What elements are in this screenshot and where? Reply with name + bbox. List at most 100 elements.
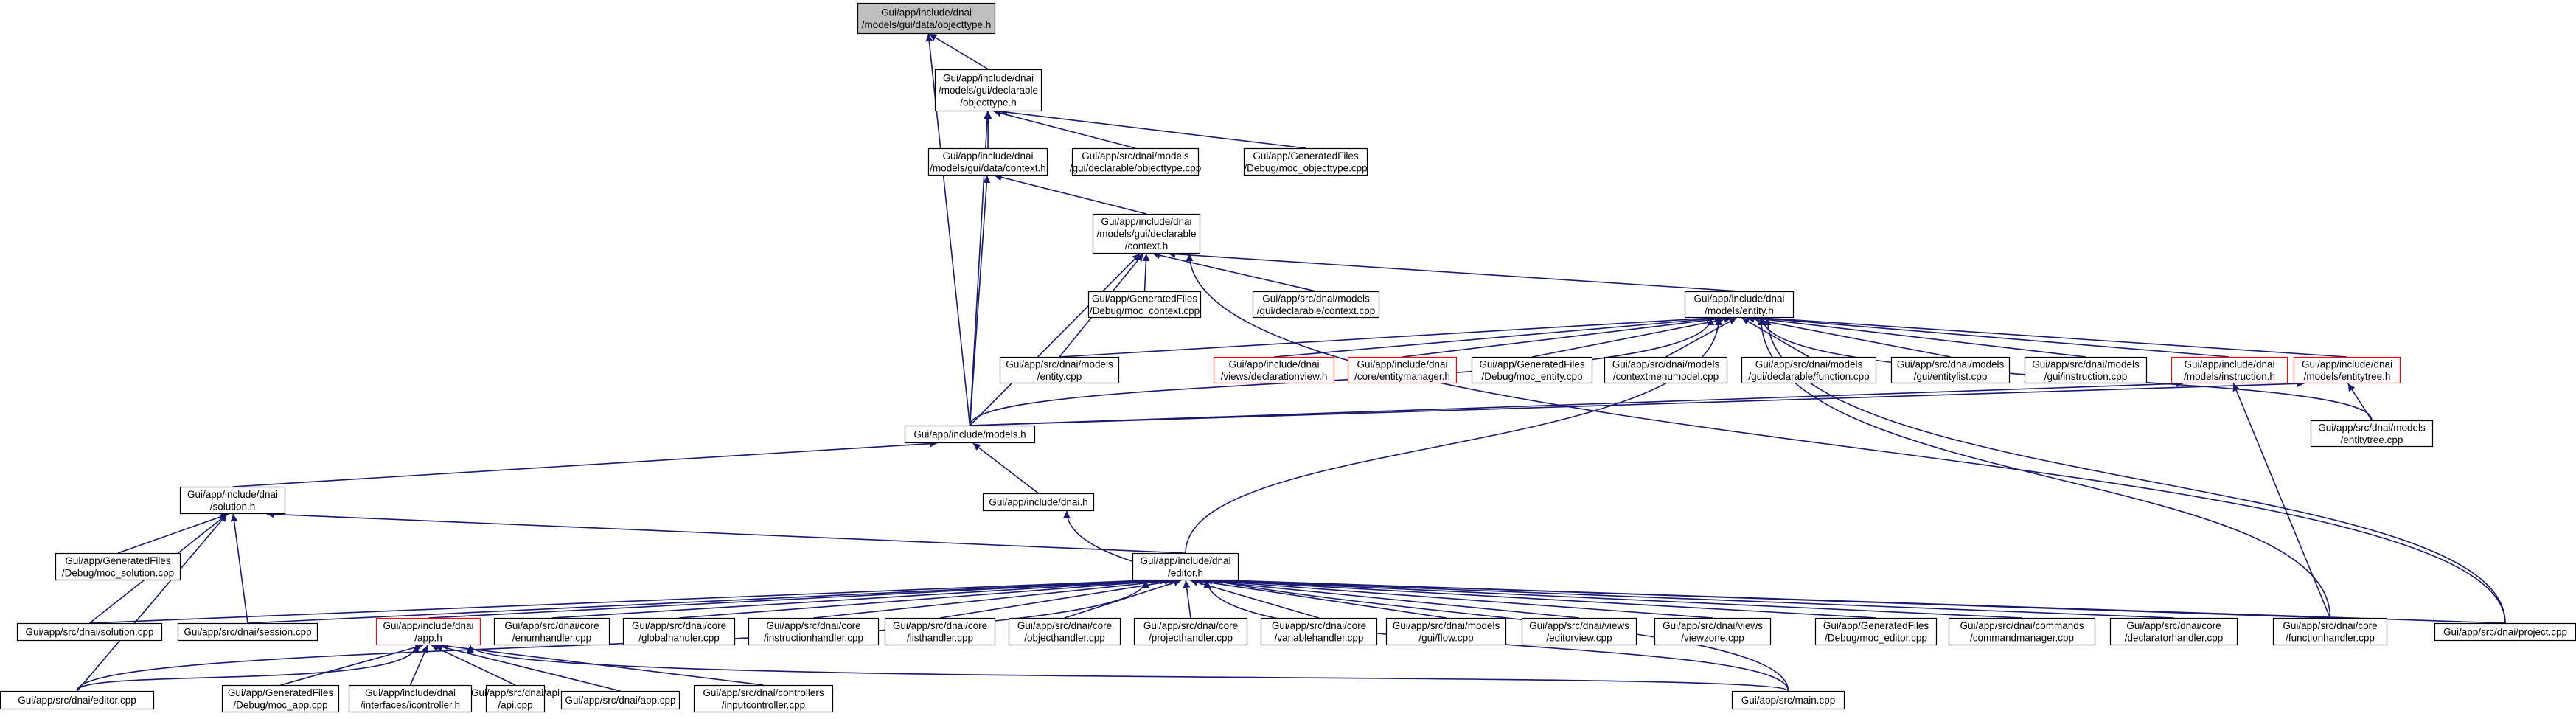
node-flow-cpp[interactable]: Gui/app/src/dnai/models/gui/flow.cpp	[1385, 617, 1507, 646]
edge-entitytree_h-to-entity_h	[1761, 314, 2347, 358]
node-label-line: /api.cpp	[498, 699, 532, 710]
node-box	[2293, 356, 2401, 384]
node-moc-solution-cpp[interactable]: Gui/app/GeneratedFiles/Debug/moc_solutio…	[55, 552, 181, 581]
node-models-h[interactable]: Gui/app/include/models.h	[904, 425, 1036, 444]
node-label-line: Gui/app/src/dnai/models	[2318, 422, 2426, 433]
node-contextmenumodel-cpp[interactable]: Gui/app/src/dnai/models/contextmenumodel…	[1604, 356, 1728, 384]
node-label-line: Gui/app/GeneratedFiles	[1092, 293, 1198, 304]
edge-editor_cpp-to-app_h	[76, 645, 420, 692]
edge-instruction_cpp-to-entity_h	[1752, 315, 2086, 358]
node-main-cpp[interactable]: Gui/app/src/main.cpp	[1731, 690, 1845, 710]
node-enumhandler-cpp[interactable]: Gui/app/src/dnai/core/enumhandler.cpp	[493, 617, 610, 646]
node-decl-context-cpp[interactable]: Gui/app/src/dnai/models/gui/declarable/c…	[1252, 291, 1380, 319]
node-box	[2109, 617, 2238, 646]
edge-session_cpp-to-editor_h	[247, 577, 1152, 624]
node-viewzone-cpp[interactable]: Gui/app/src/dnai/views/viewzone.cpp	[1654, 617, 1772, 646]
node-project-cpp[interactable]: Gui/app/src/dnai/project.cpp	[2434, 622, 2576, 642]
node-label-line: /Debug/moc_app.cpp	[233, 699, 327, 710]
node-editorview-cpp[interactable]: Gui/app/src/dnai/views/editorview.cpp	[1521, 617, 1637, 646]
node-label-line: /gui/instruction.cpp	[2044, 371, 2128, 382]
node-dnai-h[interactable]: Gui/app/include/dnai.h	[982, 493, 1095, 512]
node-box	[55, 552, 181, 581]
node-session-cpp[interactable]: Gui/app/src/dnai/session.cpp	[177, 622, 318, 642]
node-moc-context-cpp[interactable]: Gui/app/GeneratedFiles/Debug/moc_context…	[1087, 291, 1202, 319]
node-label-line: /entity.cpp	[1037, 371, 1082, 382]
node-label-line: Gui/app/include/dnai	[2302, 358, 2392, 369]
node-box	[0, 690, 155, 710]
edge-models_h-to-data_context_h	[969, 175, 991, 426]
edge-instruction_h-to-entity_h	[1757, 314, 2230, 358]
node-globalhandler-cpp[interactable]: Gui/app/src/dnai/core/globalhandler.cpp	[622, 617, 736, 646]
node-api-cpp[interactable]: Gui/app/src/dnai/api/api.cpp	[471, 684, 560, 713]
node-label-line: Gui/app/src/dnai/models	[1006, 358, 1113, 369]
node-label-line: Gui/app/src/dnai/core	[1272, 620, 1366, 631]
node-box	[1071, 147, 1200, 176]
node-declarationview-h[interactable]: Gui/app/include/dnai/views/declarationvi…	[1213, 356, 1335, 384]
edge-project_cpp-to-editor_h	[1228, 577, 2506, 624]
node-decl-objecttype-cpp[interactable]: Gui/app/src/dnai/models/gui/declarable/o…	[1070, 147, 1202, 176]
node-moc-editor-cpp[interactable]: Gui/app/GeneratedFiles/Debug/moc_editor.…	[1814, 617, 1938, 646]
node-instruction-h[interactable]: Gui/app/include/dnai/models/instruction.…	[2171, 356, 2288, 384]
node-label-line: Gui/app/GeneratedFiles	[1479, 358, 1585, 369]
node-instruction-cpp[interactable]: Gui/app/src/dnai/models/gui/instruction.…	[2024, 356, 2148, 384]
node-label-line: /gui/declarable/context.cpp	[1257, 305, 1376, 316]
node-label-line: Gui/app/include/dnai.h	[989, 497, 1087, 508]
node-label-line: Gui/app/src/dnai/project.cpp	[2443, 627, 2567, 638]
node-moc-entity-cpp[interactable]: Gui/app/GeneratedFiles/Debug/moc_entity.…	[1471, 356, 1593, 384]
node-objecttype-h[interactable]: Gui/app/include/dnai/models/gui/data/obj…	[857, 2, 996, 35]
node-box	[1092, 213, 1201, 254]
node-icontroller-h[interactable]: Gui/app/include/dnai/interfaces/icontrol…	[348, 684, 473, 713]
node-entity-cpp[interactable]: Gui/app/src/dnai/models/entity.cpp	[999, 356, 1120, 384]
node-app-cpp[interactable]: Gui/app/src/dnai/app.cpp	[560, 690, 680, 710]
edge-globalhandler_cpp-to-editor_h	[678, 577, 1168, 619]
node-variablehandler-cpp[interactable]: Gui/app/src/dnai/core/variablehandler.cp…	[1260, 617, 1378, 646]
node-box	[1684, 291, 1795, 319]
node-listhandler-cpp[interactable]: Gui/app/src/dnai/core/listhandler.cpp	[884, 617, 996, 646]
edge-decl_context_h-to-data_context_h	[994, 173, 1147, 215]
node-solution-cpp[interactable]: Gui/app/src/dnai/solution.cpp	[16, 622, 163, 642]
node-box	[1890, 356, 2011, 384]
node-entitytree-cpp[interactable]: Gui/app/src/dnai/models/entitytree.cpp	[2310, 420, 2434, 448]
node-entity-h[interactable]: Gui/app/include/dnai/models/entity.h	[1684, 291, 1795, 319]
node-entitytree-h[interactable]: Gui/app/include/dnai/models/entitytree.h	[2293, 356, 2401, 384]
node-label-line: Gui/app/src/dnai/models	[1393, 620, 1500, 631]
node-label-line: Gui/app/src/dnai/core	[893, 620, 987, 631]
node-projecthandler-cpp[interactable]: Gui/app/src/dnai/core/projecthandler.cpp	[1133, 617, 1248, 646]
node-declaratorhandler-cpp[interactable]: Gui/app/src/dnai/core/declaratorhandler.…	[2109, 617, 2238, 646]
node-label-line: /declaratorhandler.cpp	[2125, 632, 2224, 643]
node-box	[1347, 356, 1458, 384]
node-solution-h[interactable]: Gui/app/include/dnai/solution.h	[179, 486, 286, 515]
node-label-line: /models/gui/declarable	[1096, 229, 1196, 240]
node-moc-app-cpp[interactable]: Gui/app/GeneratedFiles/Debug/moc_app.cpp	[221, 684, 340, 713]
node-box	[2310, 420, 2434, 448]
node-label-line: Gui/app/src/main.cpp	[1741, 695, 1836, 706]
node-label-line: /interfaces/icontroller.h	[361, 699, 460, 710]
node-instructionhandler-cpp[interactable]: Gui/app/src/dnai/core/instructionhandler…	[748, 617, 880, 646]
node-moc-objecttype-cpp[interactable]: Gui/app/GeneratedFiles/Debug/moc_objectt…	[1243, 147, 1368, 176]
edge-api_cpp-to-app_h	[431, 645, 516, 686]
node-label-line: Gui/app/GeneratedFiles	[1253, 150, 1359, 161]
node-decl-function-cpp[interactable]: Gui/app/src/dnai/models/gui/declarable/f…	[1741, 356, 1877, 384]
node-decl-context-h[interactable]: Gui/app/include/dnai/models/gui/declarab…	[1092, 213, 1201, 254]
node-objecthandler-cpp[interactable]: Gui/app/src/dnai/core/objecthandler.cpp	[1008, 617, 1121, 646]
edge-functionhandler_cpp-to-instruction_h	[2232, 383, 2331, 619]
node-box	[348, 684, 473, 713]
node-inputcontroller-cpp[interactable]: Gui/app/src/dnai/controllers/inputcontro…	[693, 684, 834, 713]
edge-decl_context_cpp-to-decl_context_h	[1152, 251, 1317, 292]
edge-solution_h-to-models_h	[232, 440, 938, 487]
node-label-line: Gui/app/src/dnai/editor.cpp	[18, 695, 136, 706]
node-data-context-h[interactable]: Gui/app/include/dnai/models/gui/data/con…	[927, 147, 1048, 176]
node-entitylist-cpp[interactable]: Gui/app/src/dnai/models/gui/entitylist.c…	[1890, 356, 2011, 384]
node-editor-cpp[interactable]: Gui/app/src/dnai/editor.cpp	[0, 690, 155, 710]
node-label-line: /views/declarationview.h	[1221, 371, 1328, 382]
edge-decl_function_cpp-to-entity_h	[1741, 317, 1809, 358]
node-app-h[interactable]: Gui/app/include/dnai/app.h	[375, 617, 481, 646]
node-entitymanager-h[interactable]: Gui/app/include/dnai/core/entitymanager.…	[1347, 356, 1458, 384]
node-commandmanager-cpp[interactable]: Gui/app/src/dnai/commands/commandmanager…	[1948, 617, 2096, 646]
node-decl-objecttype-h[interactable]: Gui/app/include/dnai/models/gui/declarab…	[934, 69, 1042, 112]
node-editor-h[interactable]: Gui/app/include/dnai/editor.h	[1132, 552, 1239, 581]
edge-enumhandler_cpp-to-editor_h	[551, 577, 1163, 619]
node-functionhandler-cpp[interactable]: Gui/app/src/dnai/core/functionhandler.cp…	[2272, 617, 2388, 646]
